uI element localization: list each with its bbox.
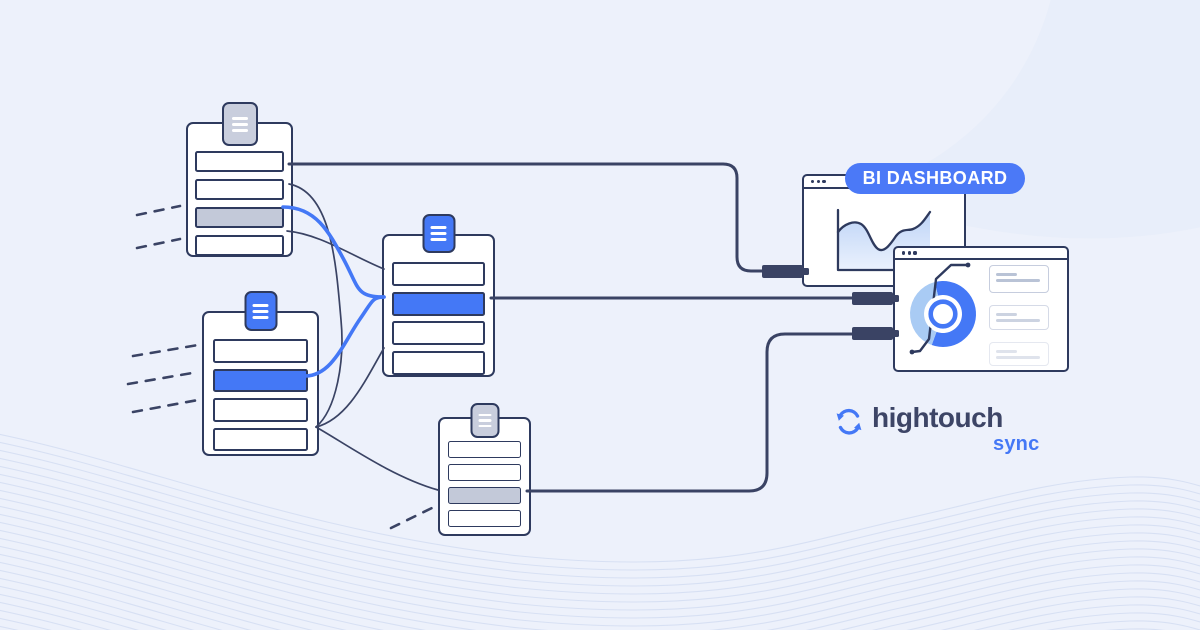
table-row-blue — [213, 368, 308, 392]
wave-line — [0, 449, 1200, 579]
bi-dashboard-pill: BI DASHBOARD — [845, 163, 1025, 194]
bi-dashboard-label: BI DASHBOARD — [862, 168, 1008, 188]
source-table-4 — [438, 403, 531, 536]
source-table-1 — [186, 102, 293, 257]
document-icon — [244, 291, 277, 331]
wave-line — [0, 489, 1200, 619]
donut-inner-ring — [928, 299, 958, 329]
document-icon-line — [478, 424, 491, 428]
document-icon-line — [478, 413, 491, 417]
table-row — [448, 464, 521, 481]
table-row — [448, 510, 521, 527]
window-dot — [811, 179, 815, 184]
wave-line — [0, 441, 1200, 571]
table-row — [392, 350, 485, 375]
window-dot — [907, 251, 911, 255]
document-icon-line — [430, 226, 447, 229]
logo-wordmark: hightouch — [872, 402, 1003, 433]
wave-line — [0, 577, 1200, 630]
wave-line — [0, 497, 1200, 627]
logo-suffix: sync — [993, 433, 1040, 455]
window-dot — [902, 251, 906, 255]
metric-list-item — [989, 342, 1049, 366]
document-icon-line — [231, 122, 248, 126]
wave-line — [0, 457, 1200, 587]
wave-line — [0, 537, 1200, 630]
wave-line — [0, 593, 140, 630]
table-rows — [188, 124, 291, 263]
donut-chart — [909, 262, 977, 355]
metric-list — [989, 265, 1049, 366]
document-icon-line — [231, 128, 248, 132]
document-icon-line — [252, 309, 269, 313]
wave-line — [0, 521, 1200, 630]
wave-line — [0, 585, 1166, 630]
metric-list-item — [989, 265, 1049, 293]
document-icon-line — [252, 315, 269, 319]
source-table-2 — [382, 214, 495, 380]
circuit-node — [965, 262, 971, 268]
window-titlebar — [895, 248, 1067, 260]
table-row — [213, 339, 308, 363]
table-row — [392, 321, 485, 345]
hightouch-logo: hightouch sync — [834, 402, 1054, 460]
wave-line — [0, 569, 1200, 630]
document-icon-line — [252, 303, 269, 307]
document-icon-line — [231, 116, 248, 120]
metric-list-item — [989, 305, 1049, 330]
wave-line — [0, 513, 1200, 630]
table-row — [195, 179, 284, 200]
table-rows — [384, 236, 493, 380]
circuit-node — [909, 349, 915, 355]
table-row-gray — [195, 207, 284, 228]
table-row — [213, 427, 308, 451]
wave-line — [0, 553, 1200, 630]
document-icon-line — [430, 238, 447, 241]
wave-line — [0, 561, 1200, 630]
table-row — [448, 441, 521, 458]
table-row — [195, 151, 284, 172]
table-row — [392, 262, 485, 286]
table-rows — [440, 419, 529, 533]
window-dot — [822, 179, 826, 184]
wave-line — [0, 481, 1200, 611]
metrics-window — [893, 246, 1069, 372]
table-row-blue — [392, 291, 485, 316]
wave-line — [0, 433, 1200, 563]
wave-line — [0, 545, 1200, 630]
table-row — [195, 235, 284, 256]
document-icon-line — [430, 232, 447, 235]
table-rows — [204, 313, 317, 457]
wave-line — [0, 465, 1200, 595]
table-row — [213, 398, 308, 422]
sync-arrows-icon — [836, 408, 862, 435]
donut-segment-primary — [931, 281, 977, 348]
wave-line — [0, 505, 1200, 630]
table-row-gray — [448, 487, 521, 504]
window-dot — [913, 251, 917, 255]
document-icon — [221, 102, 258, 146]
wave-line — [0, 529, 1200, 630]
wave-line — [0, 473, 1200, 603]
document-icon-line — [478, 419, 491, 422]
source-table-3 — [202, 291, 319, 457]
window-dot — [816, 179, 820, 184]
document-icon — [422, 214, 455, 253]
document-icon — [470, 403, 499, 438]
